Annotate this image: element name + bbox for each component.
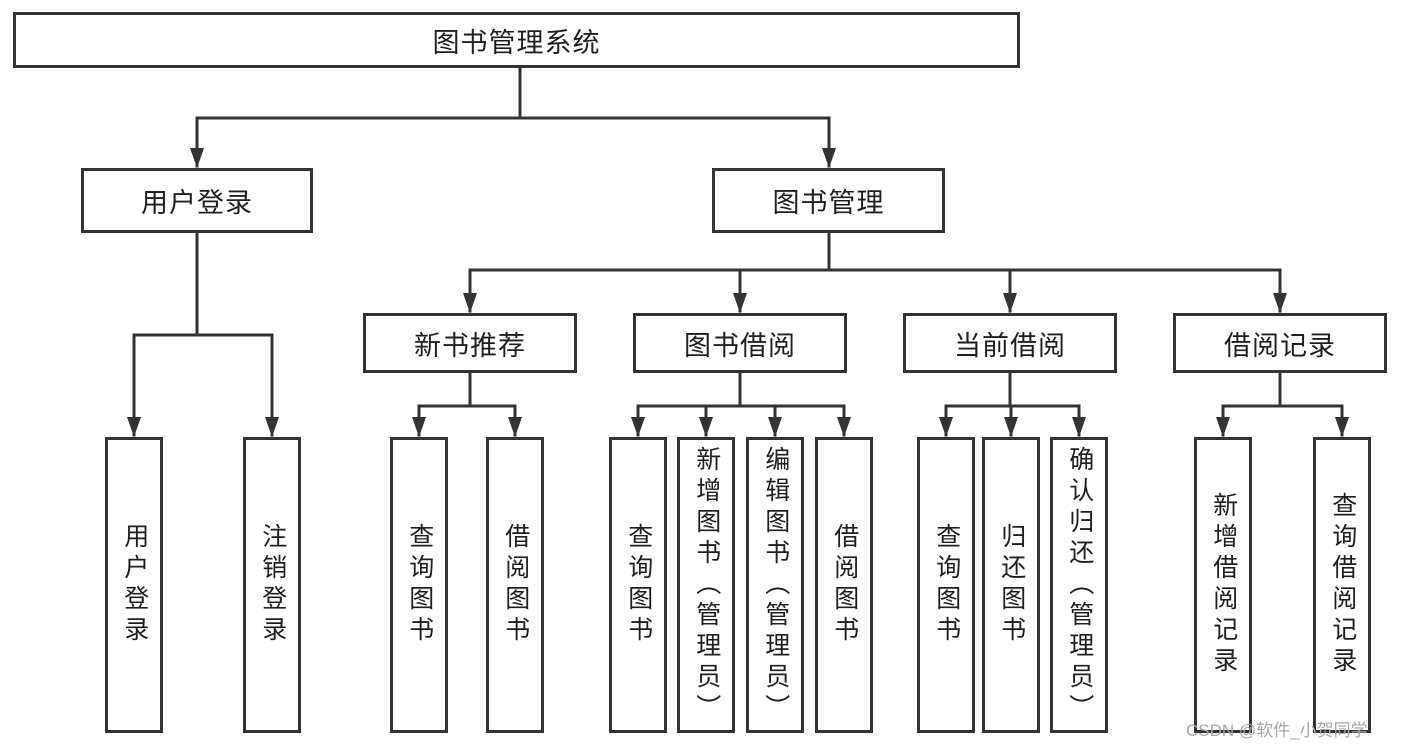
node-current-borrowing: 当前借阅 bbox=[903, 313, 1117, 373]
leaf-confirm-return-admin: 确认归还（管理员） bbox=[1050, 437, 1108, 733]
csdn-watermark: CSDN @软件_小贺同学 bbox=[1186, 721, 1368, 740]
leaf-edit-books-admin: 编辑图书（管理员） bbox=[746, 437, 804, 733]
leaf-label: 查询图书 bbox=[624, 523, 653, 647]
leaf-label: 查询借阅记录 bbox=[1328, 492, 1357, 678]
leaf-label: 借阅图书 bbox=[830, 523, 859, 647]
leaf-label: 新增借阅记录 bbox=[1209, 492, 1238, 678]
leaf-label: 用户登录 bbox=[120, 523, 149, 647]
leaf-query-books-3: 查询图书 bbox=[917, 437, 975, 733]
leaf-borrow-books-2: 借阅图书 bbox=[815, 437, 873, 733]
leaf-add-books-admin: 新增图书（管理员） bbox=[677, 437, 735, 733]
leaf-label: 新增图书（管理员） bbox=[692, 445, 721, 725]
node-user-login: 用户登录 bbox=[81, 168, 313, 233]
leaf-label: 查询图书 bbox=[405, 523, 434, 647]
node-new-book-recommend: 新书推荐 bbox=[363, 313, 577, 373]
leaf-add-borrow-record: 新增借阅记录 bbox=[1194, 437, 1252, 733]
leaf-label: 借阅图书 bbox=[501, 523, 530, 647]
leaf-query-books-2: 查询图书 bbox=[609, 437, 667, 733]
node-book-management: 图书管理 bbox=[712, 168, 945, 233]
leaf-query-borrow-record: 查询借阅记录 bbox=[1313, 437, 1371, 733]
leaf-label: 归还图书 bbox=[997, 523, 1026, 647]
leaf-label: 确认归还（管理员） bbox=[1065, 445, 1094, 725]
leaf-label: 编辑图书（管理员） bbox=[761, 445, 790, 725]
node-book-management-system: 图书管理系统 bbox=[13, 12, 1020, 68]
leaf-query-books-1: 查询图书 bbox=[390, 437, 448, 733]
leaf-label: 注销登录 bbox=[258, 523, 287, 647]
leaf-logout: 注销登录 bbox=[243, 437, 301, 733]
leaf-label: 查询图书 bbox=[932, 523, 961, 647]
leaf-borrow-books-1: 借阅图书 bbox=[486, 437, 544, 733]
leaf-return-books: 归还图书 bbox=[982, 437, 1040, 733]
node-borrowing-records: 借阅记录 bbox=[1173, 313, 1387, 373]
leaf-user-login: 用户登录 bbox=[105, 437, 163, 733]
node-book-borrowing: 图书借阅 bbox=[633, 313, 847, 373]
